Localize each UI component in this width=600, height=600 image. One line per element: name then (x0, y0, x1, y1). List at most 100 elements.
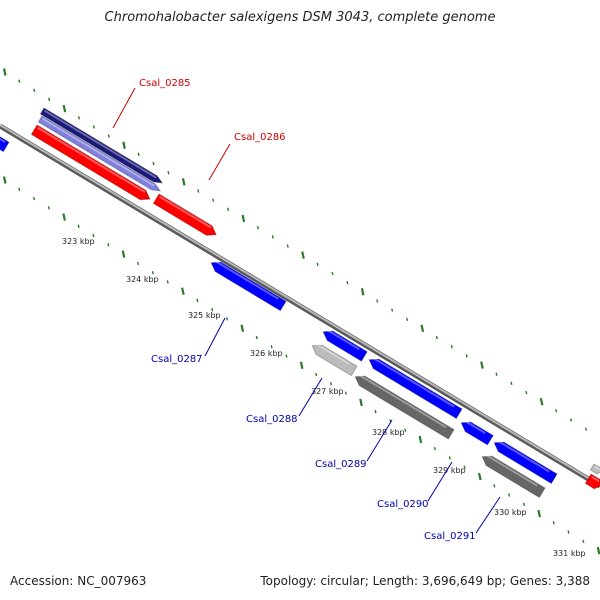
gc-mark (344, 391, 347, 395)
accession-text: Accession: NC_007963 (10, 574, 147, 588)
gc-mark (18, 79, 21, 83)
gc-mark (226, 317, 229, 321)
gene-arrow-outline (152, 193, 217, 236)
gc-skew-track (2, 68, 600, 555)
gc-mark (255, 335, 258, 340)
gc-mark (404, 428, 407, 432)
gene-csal-0291 (493, 439, 558, 485)
gene-arrow-outline (39, 107, 164, 184)
gc-mark (301, 251, 305, 259)
gc-mark (480, 361, 484, 369)
gene-arrow-shine (358, 373, 447, 429)
gc-mark (77, 224, 80, 229)
gc-mark (539, 397, 544, 406)
gc-mark (241, 214, 246, 223)
gene-arrow-shine (497, 439, 550, 473)
gc-mark (448, 456, 451, 460)
gene-label-track: Csal_0285Csal_0286Csal_0287Csal_0288Csal… (112, 78, 501, 542)
backbone-highlight (0, 124, 600, 486)
gc-mark (197, 189, 200, 193)
tick-label: 324 kbp (126, 275, 159, 284)
gc-mark (151, 270, 154, 275)
genome-stats-text: Topology: circular; Length: 3,696,649 bp… (260, 574, 590, 588)
gc-mark (582, 539, 585, 544)
gene-csal-0288 (311, 342, 358, 377)
gc-mark (510, 381, 513, 386)
gc-mark (584, 427, 588, 431)
gc-mark (493, 484, 496, 488)
gc-mark (405, 317, 409, 321)
gene-arrow-body (590, 464, 600, 474)
gc-mark (360, 288, 365, 296)
gene-leader-line (298, 377, 323, 417)
gene-arrow-shine (591, 475, 600, 482)
gene-arrow-outline (481, 455, 546, 499)
gene-arrow-shine (464, 419, 486, 434)
gc-mark (77, 116, 81, 120)
gene-csal-0286 (152, 193, 217, 236)
gene-csal-0290 (460, 419, 494, 446)
gc-mark (555, 409, 558, 413)
gene-label: Csal_0285 (139, 78, 191, 89)
gc-mark (525, 390, 528, 395)
gene-label: Csal_0290 (377, 499, 429, 510)
gene-arrow-outline (589, 463, 600, 475)
gc-mark (256, 226, 259, 230)
gene-right-edge-top (589, 463, 600, 475)
gene-csal-0288-top (322, 328, 368, 362)
gene-arrow-outline (37, 115, 162, 192)
gene-leader-line (208, 143, 231, 181)
gc-mark (271, 235, 274, 239)
map-title: Chromohalobacter salexigens DSM 3043, co… (104, 10, 496, 25)
gene-arrow-outline (460, 421, 494, 446)
gc-mark (331, 271, 334, 276)
gc-mark (450, 345, 453, 349)
gene-arrow-body (312, 345, 358, 376)
gene-arrow-shine (372, 356, 455, 408)
tick-label: 327 kbp (311, 387, 344, 396)
gene-csal-0291-feature (481, 453, 546, 499)
gc-mark (92, 233, 95, 238)
gc-mark (47, 206, 51, 210)
gene-csal-0289-feature (354, 373, 455, 440)
gc-track-outer (2, 68, 588, 431)
gc-mark (537, 509, 542, 518)
gc-mark (48, 97, 51, 102)
gene-leader-line (112, 87, 136, 129)
gene-arrow-body (355, 376, 455, 440)
gene-arrow-shine (44, 109, 157, 179)
tick-label: 326 kbp (250, 349, 283, 358)
gene-arrow-body (38, 116, 161, 192)
gc-mark (137, 152, 140, 157)
gc-mark (316, 262, 319, 266)
gene-leader-line (475, 496, 501, 534)
gc-mark (552, 521, 555, 525)
gene-arrow-body (461, 422, 494, 445)
gene-arrow-shine (594, 465, 600, 471)
gc-mark (107, 134, 110, 138)
tick-label: 323 kbp (62, 237, 95, 246)
tick-label: 325 kbp (188, 311, 221, 320)
feature-track (0, 107, 600, 499)
gc-mark (270, 345, 273, 349)
gene-label: Csal_0287 (151, 354, 203, 365)
gc-mark (18, 187, 21, 191)
gene-left-edge (0, 136, 10, 153)
gc-mark (62, 213, 66, 221)
gc-mark (418, 435, 423, 444)
gene-label: Csal_0289 (315, 459, 367, 470)
gene-leader-line (366, 419, 393, 462)
gc-mark (211, 308, 214, 312)
backbone-track (0, 123, 600, 489)
gene-arrow-shine (315, 342, 350, 365)
gc-mark (181, 178, 186, 186)
gc-mark (107, 243, 110, 247)
gene-arrow-body (153, 194, 217, 236)
gc-mark (570, 418, 573, 422)
gene-arrow-shine (485, 453, 538, 487)
gc-mark (495, 372, 498, 376)
gene-label: Csal_0291 (424, 531, 476, 542)
gene-arrow-body (211, 262, 287, 311)
